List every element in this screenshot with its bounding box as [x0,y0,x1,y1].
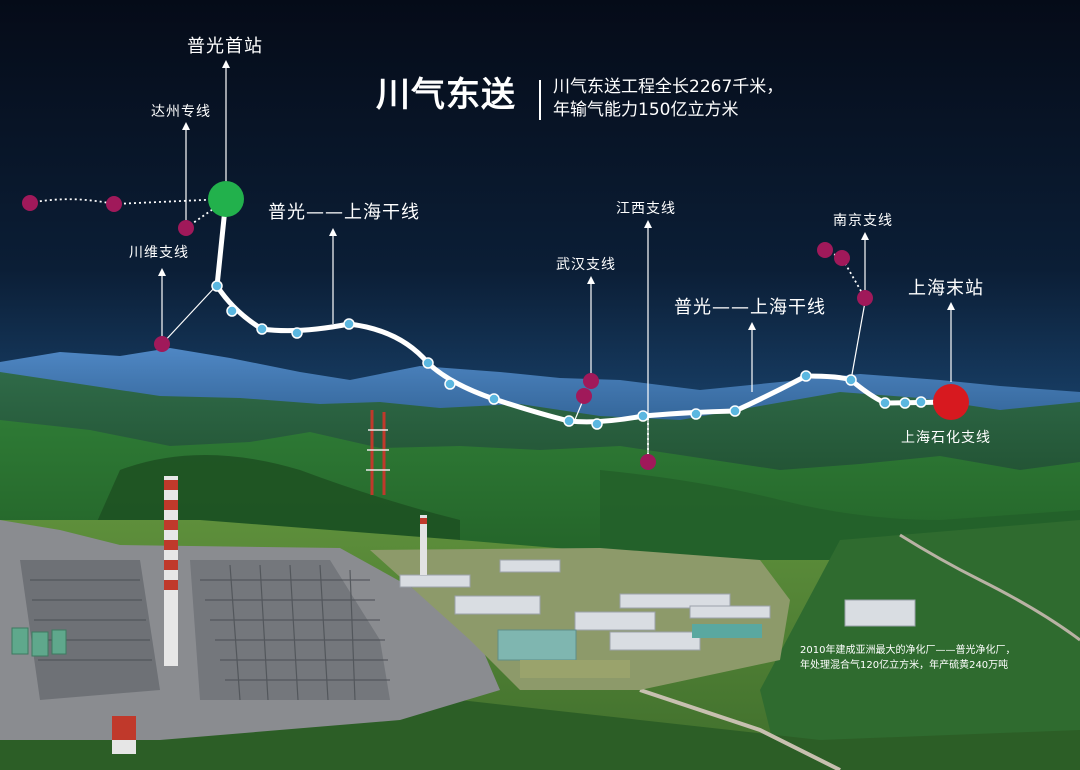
label-puguang-origin-station: 普光首站 [187,36,263,57]
label-dazhou-special-line: 达州专线 [151,104,211,120]
label-wuhan-branch: 武汉支线 [556,257,616,273]
caption-line-2: 年处理混合气120亿立方米，年产硫黄240万吨 [800,660,1009,671]
subtitle-length: 川气东送工程全长2267千米， [553,77,784,97]
label-shanghai-petrochem-branch: 上海石化支线 [901,430,991,446]
label-chuanwei-branch: 川维支线 [129,245,189,261]
label-trunk-line-east: 普光——上海干线 [674,297,826,318]
infographic-title: 川气东送 [376,75,516,115]
label-trunk-line-west: 普光——上海干线 [268,202,420,223]
label-nanjing-branch: 南京支线 [833,213,893,229]
title-divider [539,80,541,120]
label-jiangxi-branch: 江西支线 [616,201,676,217]
subtitle-capacity: 年输气能力150亿立方米 [553,100,739,120]
label-shanghai-terminal-station: 上海末站 [908,278,984,299]
caption-line-1: 2010年建成亚洲最大的净化厂——普光净化厂， [800,645,1016,656]
